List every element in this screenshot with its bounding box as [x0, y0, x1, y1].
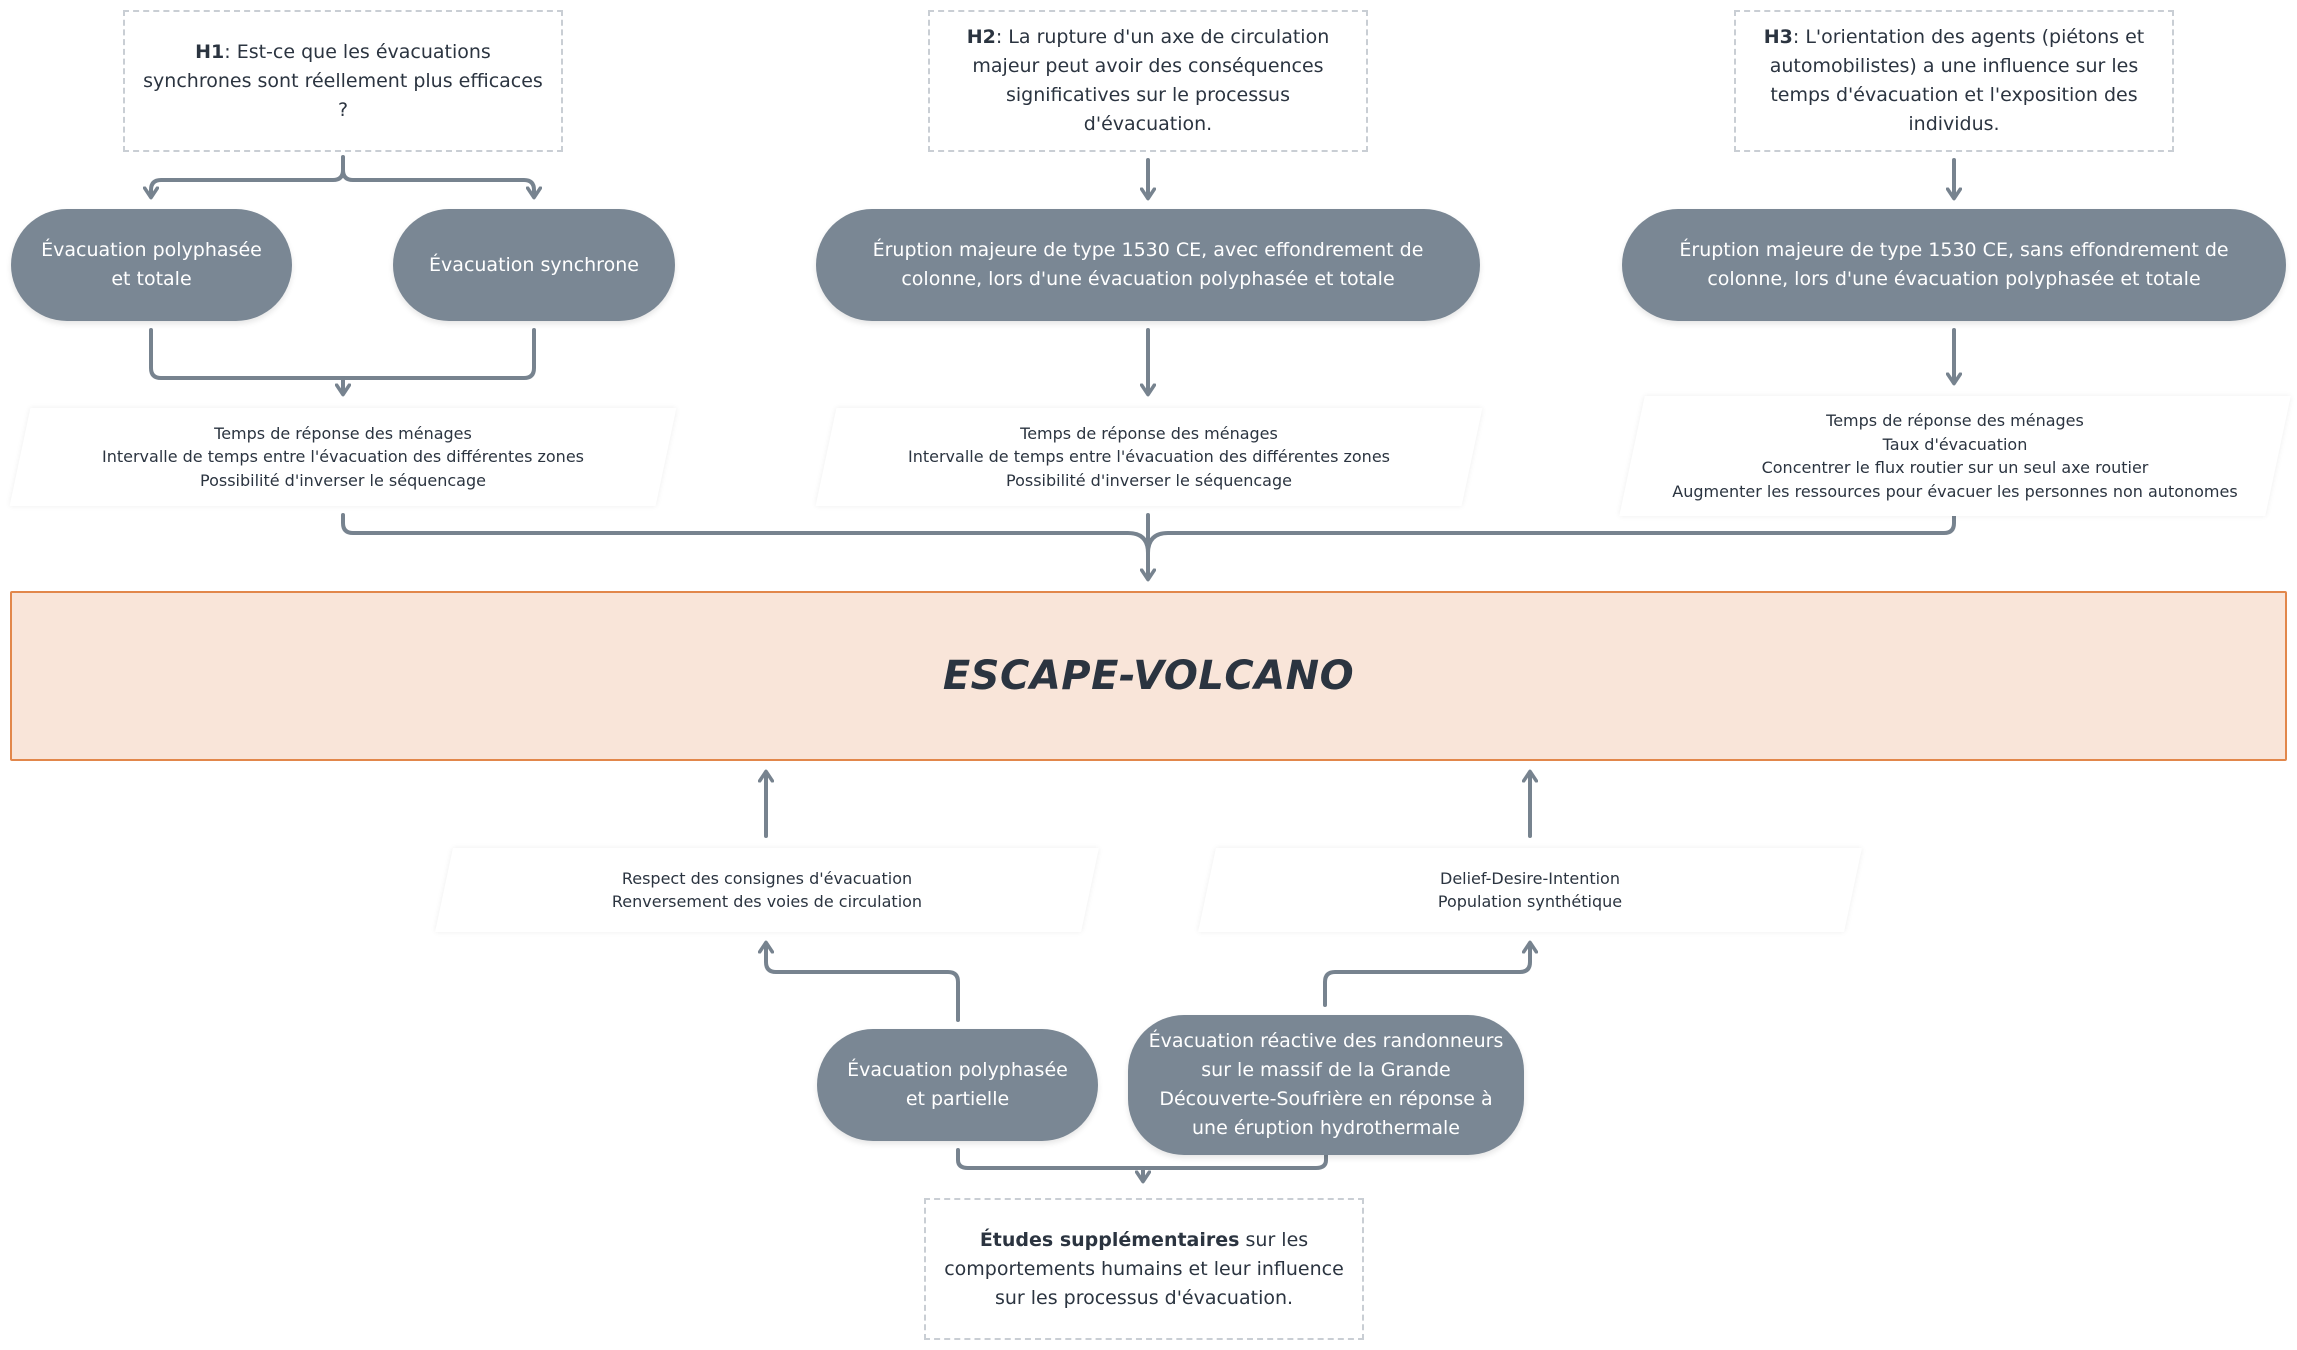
scenario-eruption-avec-label: Éruption majeure de type 1530 CE, avec e… [872, 239, 1424, 290]
scenario-synchrone: Évacuation synchrone [393, 209, 675, 321]
parameter-item: Population synthétique [1437, 892, 1623, 911]
scenario-eruption-avec-effondrement: Éruption majeure de type 1530 CE, avec e… [816, 209, 1480, 321]
parameter-item: Delief-Desire-Intention [1440, 868, 1620, 888]
scenario-polyphase-partielle: Évacuation polyphasée et partielle [817, 1029, 1098, 1141]
model-title: ESCAPE-VOLCANO [942, 653, 1355, 699]
hypothesis-h3-text: : L'orientation des agents (piétons et a… [1769, 26, 2145, 135]
scenario-synchrone-label: Évacuation synchrone [429, 253, 639, 276]
scenario-polyphase-totale: Évacuation polyphasée et totale [11, 209, 292, 321]
hypothesis-h1-text: : Est-ce que les évacuations synchrones … [143, 40, 543, 121]
parameters-h3-list: Temps de réponse des ménages Taux d'évac… [1672, 409, 2237, 503]
parameters-bottom-right-list: Delief-Desire-Intention Population synth… [1438, 867, 1622, 914]
scenario-polyphase-totale-label: Évacuation polyphasée et totale [41, 239, 262, 290]
hypothesis-h2: H2: La rupture d'un axe de circulation m… [928, 10, 1368, 152]
connector-params3-to-merge [1146, 513, 1956, 555]
parameters-h1: Temps de réponse des ménages Intervalle … [9, 408, 677, 506]
scenario-randonneurs: Évacuation réactive des randonneurs sur … [1128, 1015, 1524, 1155]
parameters-bottom-left-list: Respect des consignes d'évacuation Renve… [612, 867, 922, 914]
further-studies-text: sur les comportements humains et leur in… [944, 1228, 1344, 1309]
connector-h1-to-polyphase-totale [151, 155, 345, 196]
parameter-item: Temps de réponse des ménages [1826, 411, 2084, 430]
connector-params-merge [341, 513, 1148, 578]
parameter-item: Possibilité d'inverser le séquencage [199, 470, 486, 490]
scenario-polyphase-partielle-label: Évacuation polyphasée et partielle [847, 1059, 1068, 1110]
connector-h1-to-synchrone [341, 168, 534, 196]
further-studies: Études supplémentaires sur les comportem… [924, 1198, 1364, 1340]
parameters-bottom-left: Respect des consignes d'évacuation Renve… [435, 848, 1099, 932]
scenario-eruption-sans-effondrement: Éruption majeure de type 1530 CE, sans e… [1622, 209, 2286, 321]
parameters-h2: Temps de réponse des ménages Intervalle … [815, 408, 1483, 506]
hypothesis-h3-label: H3 [1763, 26, 1793, 48]
scenario-randonneurs-label: Évacuation réactive des randonneurs sur … [1148, 1030, 1504, 1139]
parameter-item: Intervalle de temps entre l'évacuation d… [907, 447, 1390, 467]
hypothesis-h1: H1: Est-ce que les évacuations synchrone… [123, 10, 563, 152]
model-escape-volcano: ESCAPE-VOLCANO [10, 591, 2287, 761]
parameters-h1-list: Temps de réponse des ménages Intervalle … [102, 422, 584, 493]
hypothesis-h2-label: H2 [966, 26, 996, 48]
hypothesis-h3: H3: L'orientation des agents (piétons et… [1734, 10, 2174, 152]
parameters-bottom-right: Delief-Desire-Intention Population synth… [1198, 848, 1862, 932]
parameter-item: Possibilité d'inverser le séquencage [1005, 470, 1292, 490]
parameter-item: Concentrer le flux routier sur un seul a… [1761, 458, 2149, 477]
connector-h1-scenarios-merge [149, 328, 536, 380]
hypothesis-h2-text: : La rupture d'un axe de circulation maj… [972, 26, 1330, 135]
parameter-item: Taux d'évacuation [1882, 434, 2028, 454]
hypothesis-h1-label: H1 [195, 40, 225, 63]
parameter-item: Intervalle de temps entre l'évacuation d… [101, 447, 584, 467]
parameter-item: Temps de réponse des ménages [214, 423, 472, 443]
parameter-item: Augmenter les ressources pour évacuer le… [1672, 481, 2238, 501]
parameter-item: Temps de réponse des ménages [1020, 423, 1278, 443]
parameter-item: Renversement des voies de circulation [611, 892, 923, 911]
parameter-item: Respect des consignes d'évacuation [621, 868, 913, 888]
further-studies-title: Études supplémentaires [979, 1228, 1240, 1251]
connector-partielle-to-params4 [766, 944, 960, 1022]
connector-randonneurs-to-params5 [1323, 944, 1530, 1007]
parameters-h2-list: Temps de réponse des ménages Intervalle … [908, 422, 1390, 493]
scenario-eruption-sans-label: Éruption majeure de type 1530 CE, sans e… [1679, 239, 2229, 290]
parameters-h3: Temps de réponse des ménages Taux d'évac… [1619, 396, 2291, 516]
